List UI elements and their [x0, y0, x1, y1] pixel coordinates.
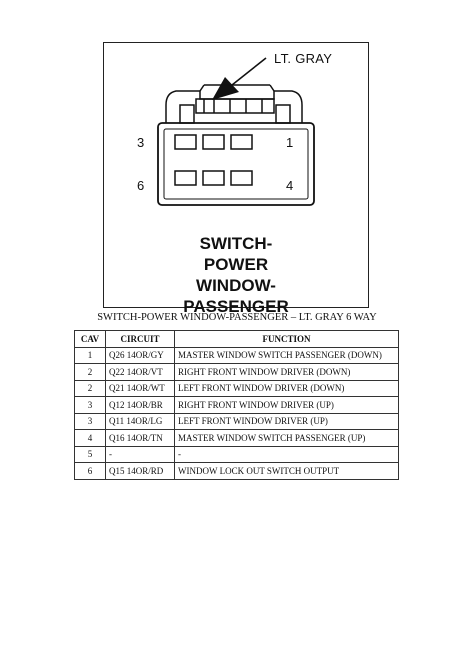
connector-color-label: LT. GRAY — [274, 51, 333, 66]
function-cell: MASTER WINDOW SWITCH PASSENGER (DOWN) — [174, 346, 399, 364]
connector-drawing — [157, 57, 315, 206]
cav-cell: 3 — [74, 412, 106, 430]
function-cell: MASTER WINDOW SWITCH PASSENGER (UP) — [174, 429, 399, 447]
circuit-cell: Q22 14OR/VT — [105, 363, 175, 381]
table-row: 2 Q22 14OR/VT RIGHT FRONT WINDOW DRIVER … — [74, 363, 399, 381]
table-row: 1 Q26 14OR/GY MASTER WINDOW SWITCH PASSE… — [74, 346, 399, 364]
circuit-cell: Q15 14OR/RD — [105, 462, 175, 480]
connector-caption: SWITCH-POWER WINDOW-PASSENGER – LT. GRAY… — [97, 312, 377, 323]
cav-cell: 4 — [74, 429, 106, 447]
component-name: SWITCH- POWER WINDOW- PASSENGER — [104, 233, 368, 317]
table-row: 5 - - — [74, 445, 399, 463]
component-name-line: SWITCH- — [199, 234, 273, 253]
table-row: 2 Q21 14OR/WT LEFT FRONT WINDOW DRIVER (… — [74, 379, 399, 397]
pinout-table: CAV CIRCUIT FUNCTION 1 Q26 14OR/GY MASTE… — [74, 330, 399, 480]
cav-cell: 5 — [74, 445, 106, 463]
circuit-cell: Q26 14OR/GY — [105, 346, 175, 364]
component-name-line: WINDOW- — [196, 276, 276, 295]
cav-cell: 3 — [74, 396, 106, 414]
cav-header: CAV — [74, 330, 106, 348]
circuit-cell: Q12 14OR/BR — [105, 396, 175, 414]
table-header-row: CAV CIRCUIT FUNCTION — [74, 330, 399, 348]
circuit-header: CIRCUIT — [105, 330, 175, 348]
pin-label-1: 1 — [286, 135, 294, 150]
cav-cell: 2 — [74, 379, 106, 397]
component-name-line: PASSENGER — [183, 297, 289, 316]
function-cell: RIGHT FRONT WINDOW DRIVER (DOWN) — [174, 363, 399, 381]
pin-label-4: 4 — [286, 178, 294, 193]
circuit-cell: - — [105, 445, 175, 463]
pin-label-3: 3 — [137, 135, 145, 150]
pin-label-6: 6 — [137, 178, 145, 193]
circuit-cell: Q16 14OR/TN — [105, 429, 175, 447]
function-cell: RIGHT FRONT WINDOW DRIVER (UP) — [174, 396, 399, 414]
table-row: 3 Q11 14OR/LG LEFT FRONT WINDOW DRIVER (… — [74, 412, 399, 430]
function-cell: - — [174, 445, 399, 463]
circuit-cell: Q21 14OR/WT — [105, 379, 175, 397]
function-cell: LEFT FRONT WINDOW DRIVER (DOWN) — [174, 379, 399, 397]
function-header: FUNCTION — [174, 330, 399, 348]
cav-cell: 1 — [74, 346, 106, 364]
function-cell: WINDOW LOCK OUT SWITCH OUTPUT — [174, 462, 399, 480]
cav-cell: 6 — [74, 462, 106, 480]
cav-cell: 2 — [74, 363, 106, 381]
function-cell: LEFT FRONT WINDOW DRIVER (UP) — [174, 412, 399, 430]
component-name-line: POWER — [203, 255, 269, 274]
table-row: 4 Q16 14OR/TN MASTER WINDOW SWITCH PASSE… — [74, 429, 399, 447]
connector-diagram: LT. GRAY 3 1 6 4 SWITCH- POWER WINDOW- P… — [103, 42, 369, 316]
circuit-cell: Q11 14OR/LG — [105, 412, 175, 430]
table-row: 6 Q15 14OR/RD WINDOW LOCK OUT SWITCH OUT… — [74, 462, 399, 480]
table-row: 3 Q12 14OR/BR RIGHT FRONT WINDOW DRIVER … — [74, 396, 399, 414]
